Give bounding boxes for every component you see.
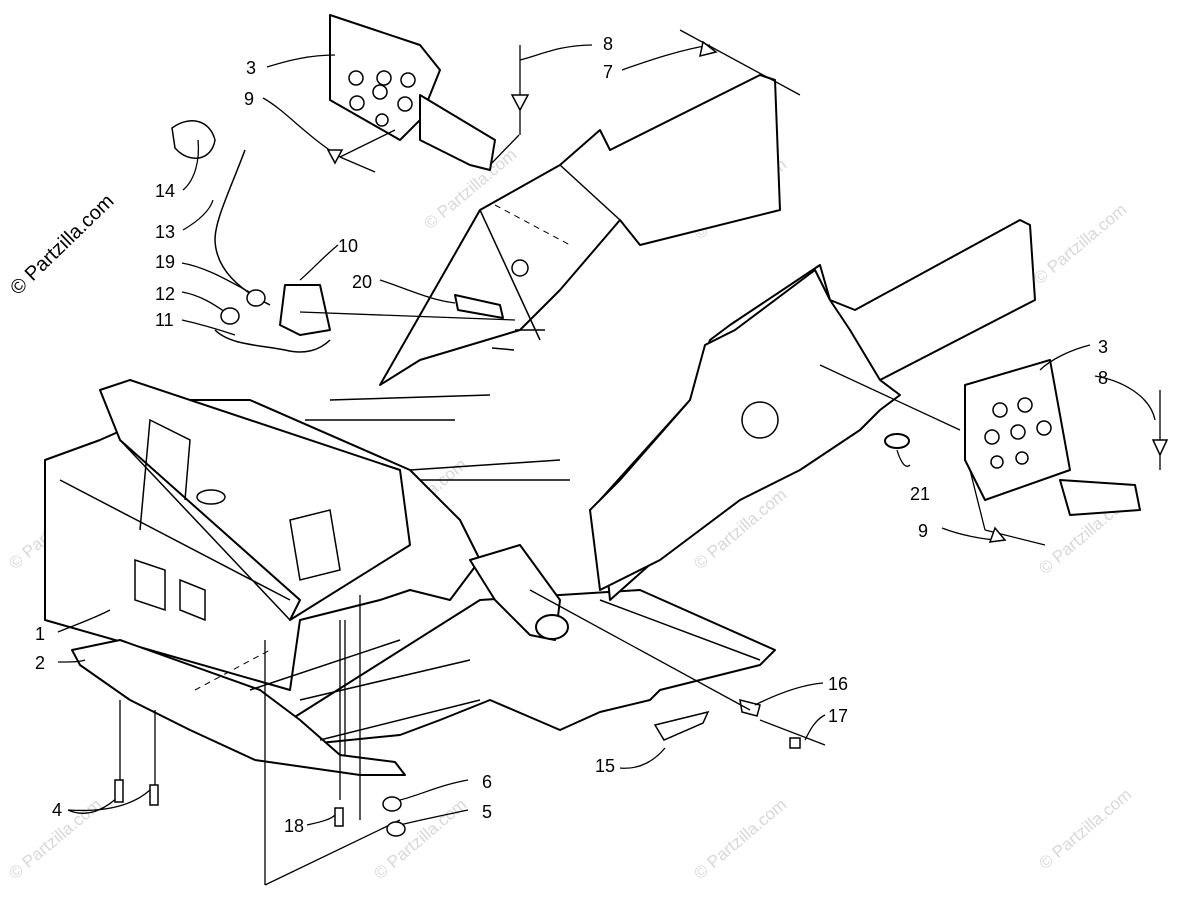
callout-1: 1	[35, 624, 45, 644]
callout-10: 10	[338, 236, 358, 256]
callout-7: 7	[603, 62, 613, 82]
spindle-tube	[469, 544, 561, 641]
callout-14: 14	[155, 181, 175, 201]
callout-9: 9	[244, 89, 254, 109]
callout-12: 12	[155, 284, 175, 304]
nut	[220, 307, 240, 325]
watermark-faint: © Partzilla.com	[1030, 200, 1130, 288]
screw	[334, 807, 344, 827]
frame-details	[44, 70, 1052, 741]
tunnel-floor	[289, 589, 776, 746]
rivet	[988, 526, 1007, 543]
skid-plate	[71, 639, 406, 776]
callout-8: 8	[1098, 368, 1108, 388]
callout-19: 19	[155, 252, 175, 272]
plug	[884, 433, 910, 449]
callout-18: 18	[284, 816, 304, 836]
callout-15: 15	[595, 756, 615, 776]
watermark-faint: © Partzilla.com	[690, 795, 790, 883]
module-box	[279, 284, 331, 336]
screw	[114, 779, 124, 803]
rivet	[510, 94, 530, 112]
callout-6: 6	[482, 772, 492, 792]
hidden-lines	[194, 204, 571, 691]
callout-4: 4	[52, 800, 62, 820]
callout-8: 8	[603, 34, 613, 54]
nut	[246, 289, 266, 307]
screw	[789, 737, 801, 749]
watermark-main: © Partzilla.com	[6, 190, 118, 299]
rivet	[326, 149, 344, 165]
bulkhead-top	[99, 379, 411, 621]
callout-20: 20	[352, 272, 372, 292]
footrest-right-step	[1059, 479, 1141, 516]
callout-17: 17	[828, 706, 848, 726]
footrest-right	[964, 359, 1071, 501]
callout-21: 21	[910, 484, 930, 504]
fasteners	[114, 40, 1169, 837]
footrest-left-step	[419, 94, 496, 171]
callout-3: 3	[1098, 337, 1108, 357]
grommet	[386, 821, 406, 837]
retainer-clip	[454, 294, 504, 319]
watermark-faint: © Partzilla.com	[1035, 785, 1135, 873]
grommet	[382, 796, 402, 812]
callouts: 1 2 3 3 4 5 6 7 8 8 9 9 10 11 12 13 14 1…	[35, 34, 1108, 836]
callout-13: 13	[155, 222, 175, 242]
callout-9: 9	[918, 521, 928, 541]
callout-11: 11	[155, 310, 174, 330]
rivet	[1151, 439, 1169, 457]
callout-16: 16	[828, 674, 848, 694]
spindle-tube-end	[535, 614, 569, 640]
callout-3: 3	[246, 58, 256, 78]
rivet	[699, 40, 718, 58]
screw	[149, 784, 159, 806]
callout-5: 5	[482, 802, 492, 822]
callout-2: 2	[35, 653, 45, 673]
